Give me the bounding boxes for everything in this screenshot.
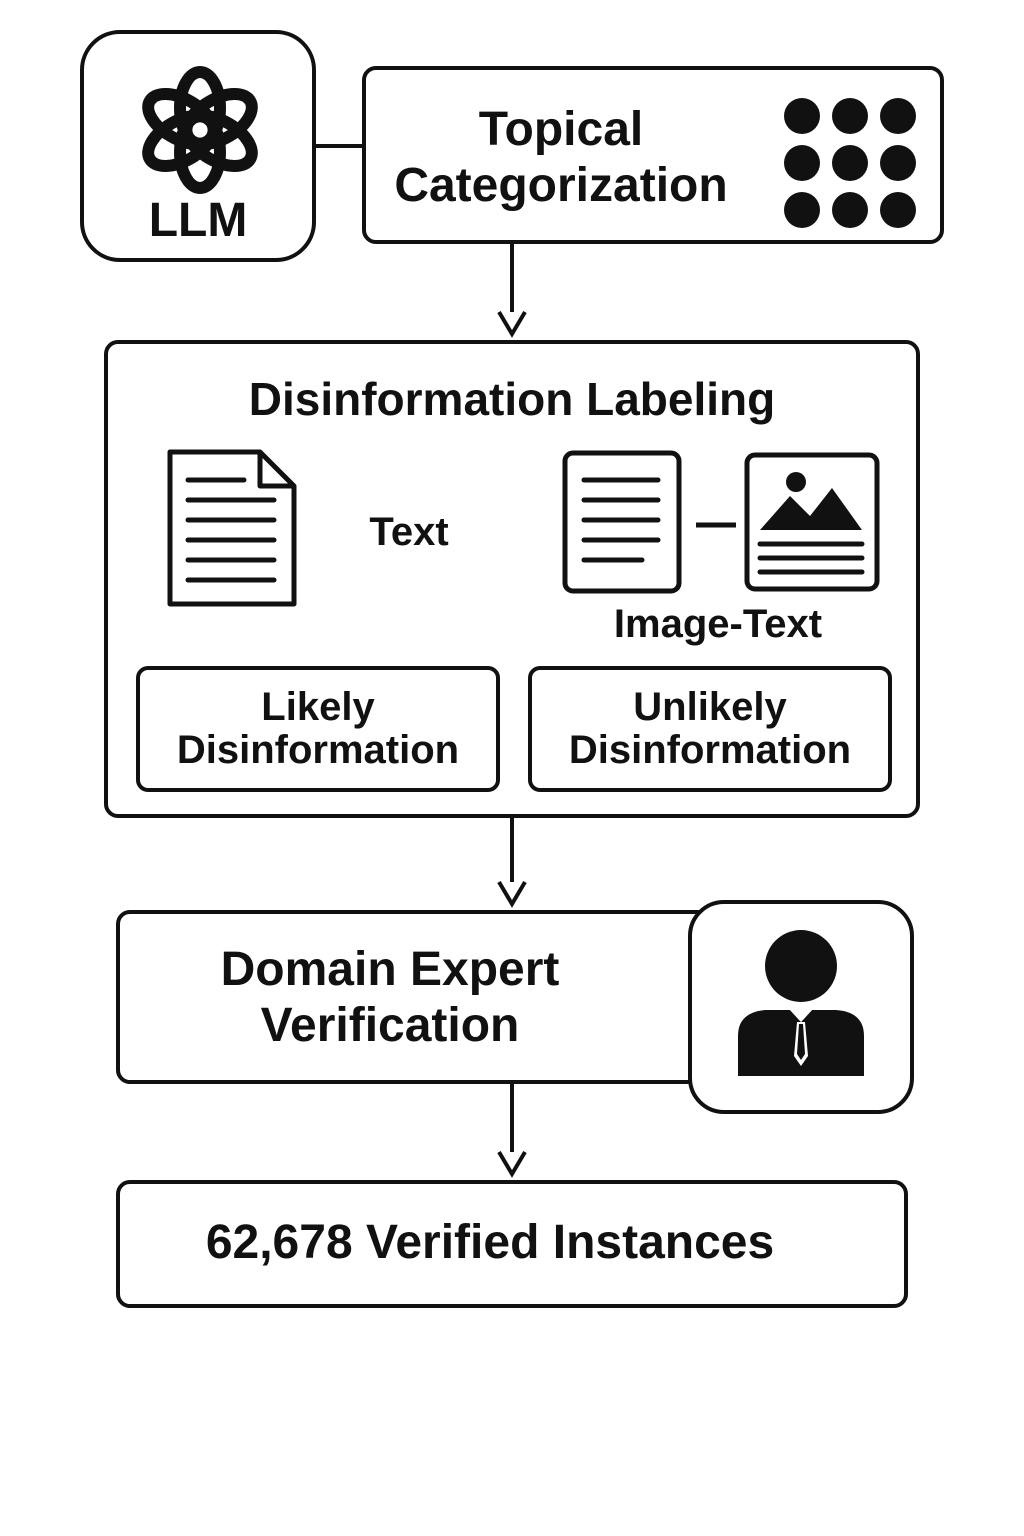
document-icon — [562, 450, 682, 594]
image-text-modality-label: Image-Text — [613, 602, 823, 646]
verification-title: Domain Expert Verification — [220, 943, 560, 1052]
verified-instances-label: 62,678 Verified Instances — [205, 1216, 775, 1269]
openai-knot-logo-icon — [142, 66, 258, 194]
likely-disinformation-label: Likely Disinformation — [176, 685, 460, 773]
likely-disinformation-box: Likely Disinformation — [136, 666, 500, 792]
arrow-verification-to-result — [497, 1084, 527, 1178]
document-icon — [167, 449, 297, 607]
topical-title: Topical Categorization — [394, 103, 728, 212]
unlikely-disinformation-label: Unlikely Disinformation — [568, 685, 852, 773]
arrow-labeling-to-verification — [497, 818, 527, 908]
verified-instances-box: 62,678 Verified Instances — [116, 1180, 908, 1308]
text-modality-label: Text — [369, 510, 449, 554]
unlikely-disinformation-box: Unlikely Disinformation — [528, 666, 892, 792]
domain-expert-verification-box: Domain Expert Verification — [116, 910, 736, 1084]
connector-dash — [696, 522, 736, 528]
topical-categorization-box: Topical Categorization — [362, 66, 944, 244]
image-card-icon — [744, 452, 880, 592]
llm-label: LLM — [148, 194, 248, 247]
labeling-title: Disinformation Labeling — [248, 373, 776, 425]
expert-person-icon — [738, 930, 864, 1076]
disinformation-labeling-box: Disinformation Labeling Text — [104, 340, 920, 818]
dot-grid-icon — [784, 98, 916, 228]
expert-icon-box — [688, 900, 914, 1114]
llm-box: LLM — [80, 30, 316, 262]
arrow-topical-to-labeling — [497, 242, 527, 338]
